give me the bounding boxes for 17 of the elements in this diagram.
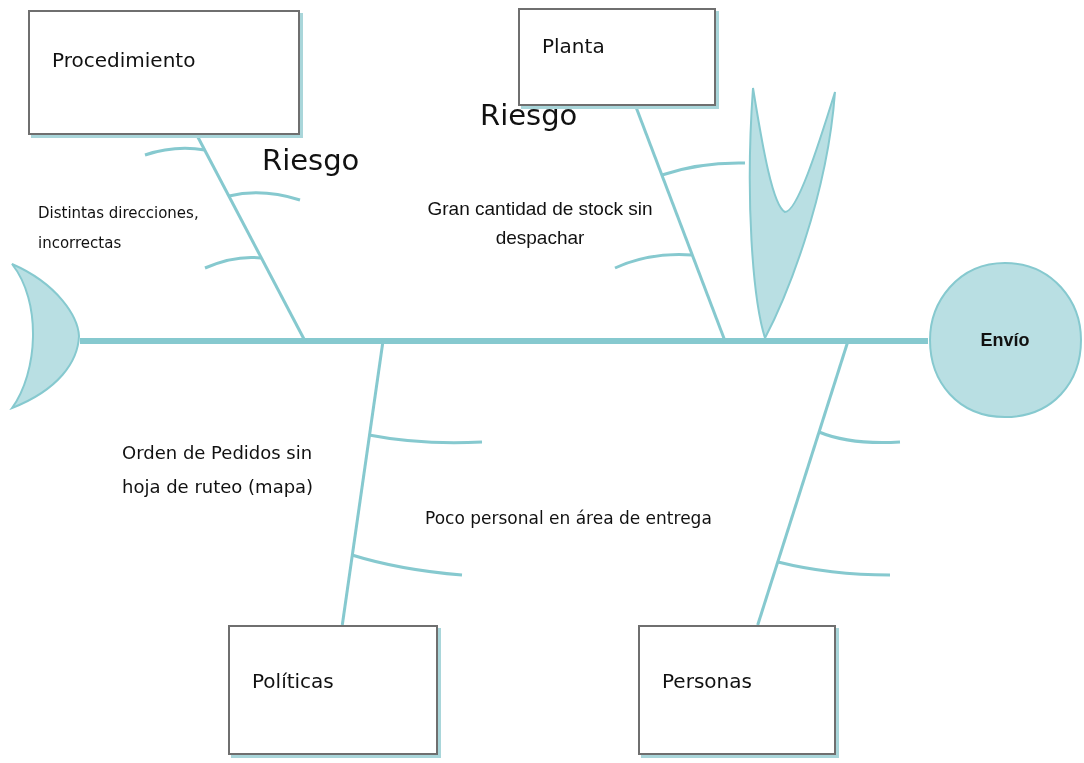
cause-text: Gran cantidad de stock sin despachar bbox=[426, 197, 654, 250]
cause-text: Distintas direcciones, incorrectas bbox=[38, 203, 200, 254]
category-box bbox=[638, 625, 836, 755]
spine-line bbox=[80, 338, 928, 344]
effect-label: Envío bbox=[979, 329, 1031, 351]
tail-fin-shape bbox=[8, 262, 80, 410]
cause-heading: Riesgo bbox=[262, 143, 361, 177]
category-label: Procedimiento bbox=[52, 48, 196, 72]
cause-heading: Riesgo bbox=[480, 98, 579, 132]
category-label: Planta bbox=[542, 34, 605, 58]
category-label: Políticas bbox=[252, 669, 334, 693]
category-label: Personas bbox=[662, 669, 752, 693]
category-box bbox=[28, 10, 300, 135]
fish-head-ellipse bbox=[928, 262, 1082, 418]
category-box bbox=[228, 625, 438, 755]
cause-text: Orden de Pedidos sin hoja de ruteo (mapa) bbox=[122, 441, 315, 500]
cause-text: Poco personal en área de entrega bbox=[425, 508, 713, 528]
